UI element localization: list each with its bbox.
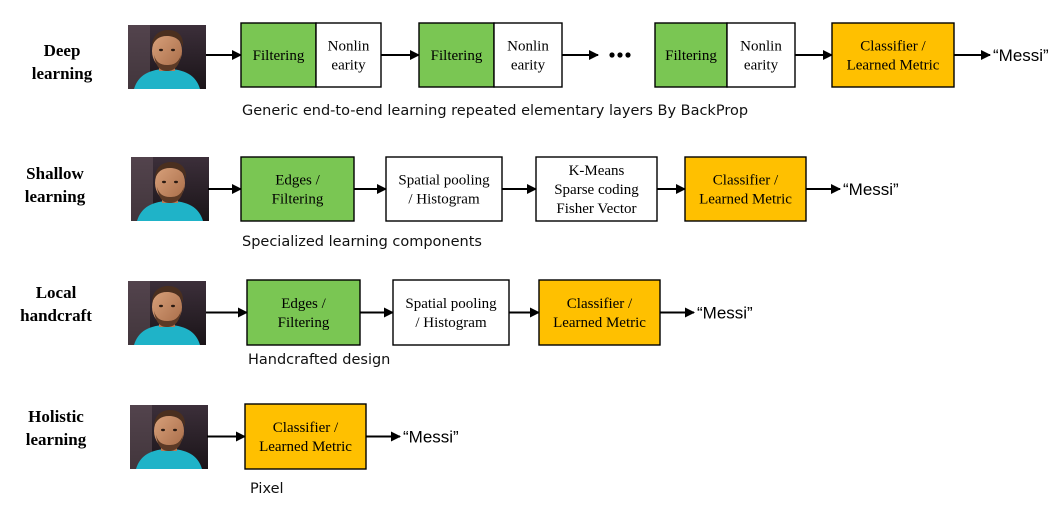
box-label: Filtering	[253, 48, 305, 64]
output-label: “Messi”	[843, 180, 899, 199]
box-label: Classifier /	[860, 39, 926, 55]
box-label: Edges /	[275, 173, 320, 189]
box-label: Classifier /	[273, 420, 339, 436]
filtering-box	[418, 22, 495, 88]
box-label: Classifier /	[567, 296, 633, 312]
row-caption: Generic end-to-end learning repeated ele…	[242, 103, 748, 119]
box-label: Filtering	[431, 48, 483, 64]
box-label: Filtering	[665, 48, 717, 64]
box-label: Filtering	[278, 315, 330, 331]
row-caption: Specialized learning components	[242, 234, 482, 250]
box-label: earity	[331, 58, 366, 74]
box-label: Learned Metric	[259, 439, 352, 455]
box-label: earity	[744, 58, 779, 74]
row-label: learning	[32, 64, 93, 83]
filtering-box	[240, 156, 355, 222]
processing-box	[535, 156, 658, 222]
box-label: Sparse coding	[554, 182, 639, 198]
box-label: Spatial pooling	[405, 296, 497, 312]
row-label: handcraft	[20, 306, 92, 325]
pipeline-row: Shallow learning Edges / Filtering Spatial p…	[25, 156, 899, 250]
row-label: Deep	[44, 41, 81, 60]
ellipsis-dot	[625, 52, 631, 58]
output-label: “Messi”	[403, 428, 459, 447]
box-label: Learned Metric	[699, 192, 792, 208]
classifier-box	[244, 403, 367, 470]
box-label: Learned Metric	[847, 58, 940, 74]
row-label: Local	[36, 283, 77, 302]
box-label: Filtering	[272, 192, 324, 208]
classifier-box	[831, 22, 955, 88]
box-label: / Histogram	[408, 192, 480, 208]
processing-box	[493, 22, 563, 88]
row-label: learning	[26, 430, 87, 449]
box-label: Nonlin	[328, 39, 370, 55]
output-label: “Messi”	[993, 46, 1049, 65]
classifier-box	[684, 156, 807, 222]
processing-box	[726, 22, 796, 88]
box-label: Edges /	[281, 296, 326, 312]
pipeline-row: Local handcraft Edges / Filtering Spatial po…	[20, 279, 753, 368]
row-label: Holistic	[28, 407, 84, 426]
input-face-image	[128, 25, 206, 89]
classifier-box	[538, 279, 661, 346]
box-label: Fisher Vector	[556, 201, 636, 217]
row-caption: Handcrafted design	[248, 352, 390, 368]
filtering-box	[240, 22, 317, 88]
processing-box	[385, 156, 503, 222]
output-label: “Messi”	[697, 304, 753, 323]
filtering-box	[246, 279, 361, 346]
box-label: K-Means	[569, 163, 625, 179]
box-label: Spatial pooling	[398, 173, 490, 189]
ellipsis-dot	[609, 52, 615, 58]
box-label: Learned Metric	[553, 315, 646, 331]
input-face-image	[128, 281, 206, 345]
processing-box	[392, 279, 510, 346]
row-label: Shallow	[26, 164, 84, 183]
box-label: Nonlin	[740, 39, 782, 55]
input-face-image	[131, 157, 209, 221]
input-face-image	[130, 405, 208, 469]
row-label: learning	[25, 187, 86, 206]
box-label: Classifier /	[713, 173, 779, 189]
processing-box	[315, 22, 382, 88]
box-label: Nonlin	[507, 39, 549, 55]
pipeline-row: Deep learning Filtering Nonlin earity Filteri…	[32, 22, 1049, 119]
row-caption: Pixel	[250, 481, 284, 497]
pipeline-row: Holistic learning Classifier / Learned Metr…	[26, 403, 459, 497]
box-label: / Histogram	[415, 315, 487, 331]
ellipsis-dot	[617, 52, 623, 58]
filtering-box	[654, 22, 728, 88]
box-label: earity	[511, 58, 546, 74]
